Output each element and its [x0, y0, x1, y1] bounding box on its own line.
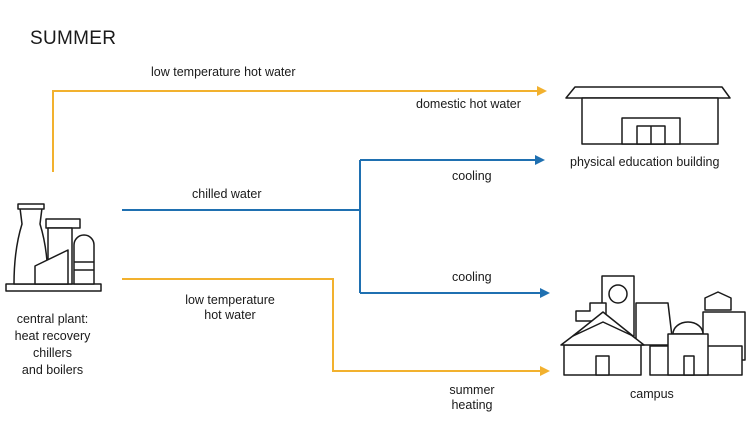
label-chilled-water: chilled water: [192, 187, 262, 201]
label-physical-education-building: physical education building: [570, 155, 720, 169]
central-plant-line2: heat recovery: [14, 329, 91, 343]
central-plant-icon: [5, 203, 102, 292]
flow-low-temperature-hot-water-top: [52, 90, 538, 172]
arrowhead-summer-heating: [540, 366, 550, 376]
arrowhead-cooling-campus: [540, 288, 550, 298]
label-summer-heating: summer heating: [432, 383, 512, 413]
central-plant-line4: and boilers: [21, 363, 84, 377]
label-low-temperature-hot-water-bottom: low temperature hot water: [160, 293, 300, 323]
label-cooling-top: cooling: [452, 169, 492, 183]
central-plant-line1: central plant:: [16, 312, 89, 326]
page-title: SUMMER: [30, 28, 117, 49]
arrowhead-domestic-hot-water: [537, 86, 547, 96]
label-central-plant: central plant: heat recovery chillers an…: [0, 311, 105, 379]
arrowhead-cooling-pe: [535, 155, 545, 165]
central-plant-line3: chillers: [33, 346, 72, 360]
summer-heating-line1: summer: [449, 383, 495, 397]
label-low-temperature-line2: hot water: [204, 308, 256, 322]
flow-low-temperature-hot-water-bottom: [122, 278, 540, 372]
summer-heating-line2: heating: [451, 398, 493, 412]
label-low-temperature-line1: low temperature: [185, 293, 275, 307]
label-cooling-bottom: cooling: [452, 270, 492, 284]
physical-education-building-icon: [565, 86, 731, 145]
label-campus: campus: [630, 387, 674, 401]
flow-chilled-water: [122, 159, 540, 294]
label-domestic-hot-water: domestic hot water: [416, 97, 521, 111]
label-low-temperature-hot-water-top: low temperature hot water: [151, 65, 296, 79]
campus-icon: [560, 275, 746, 376]
